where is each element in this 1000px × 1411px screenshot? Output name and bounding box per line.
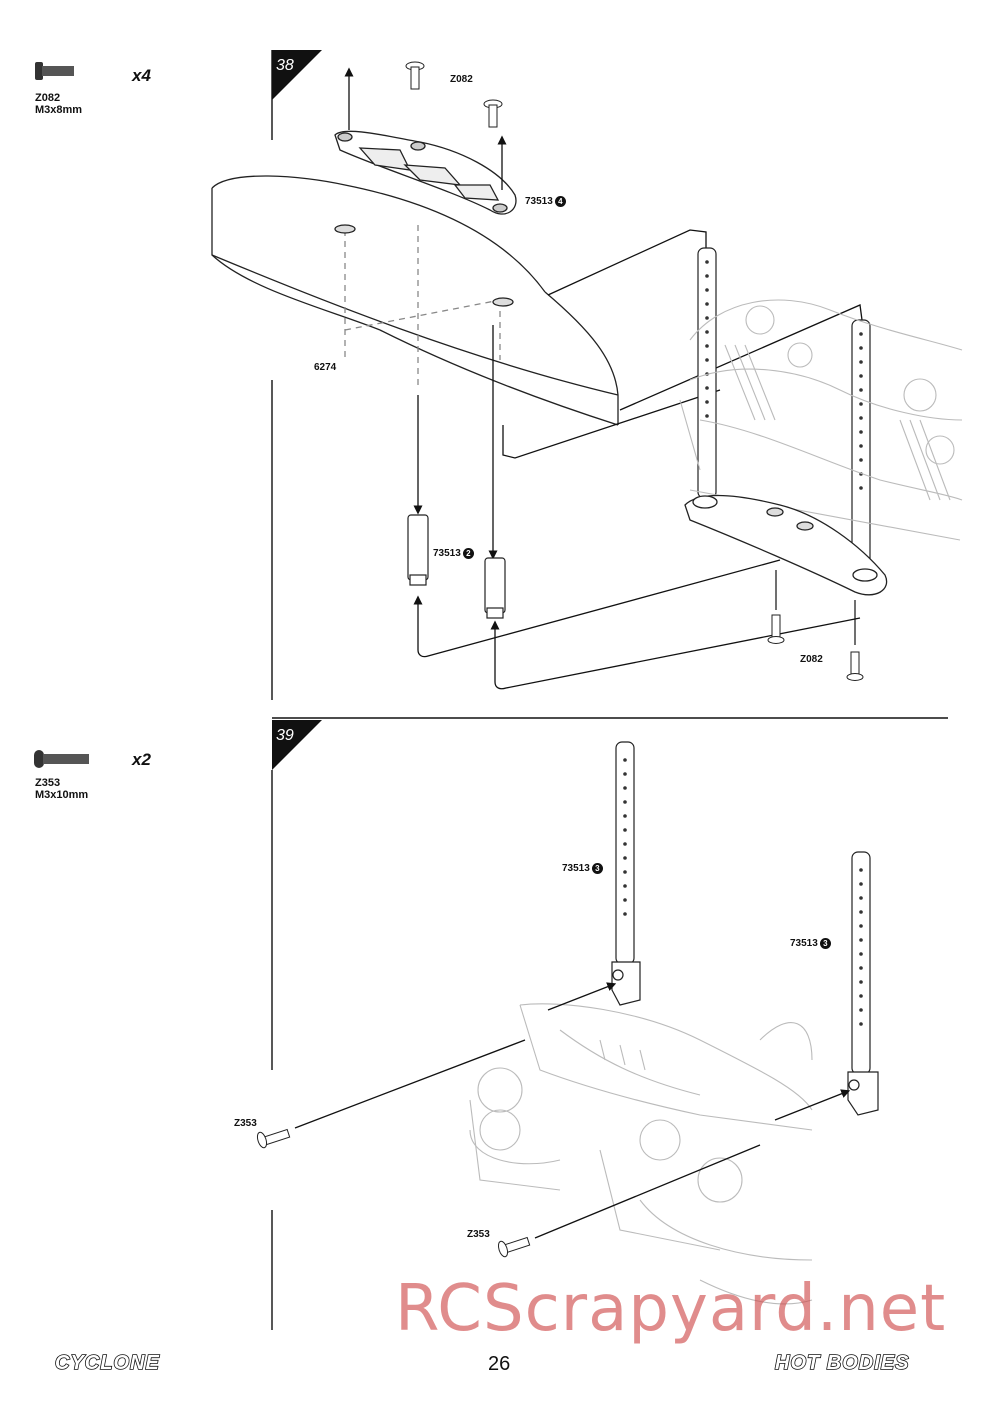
screw-icon-z082 [35,62,74,80]
callout-spacer-posts: 73513 2 [433,548,474,559]
hardware-z082-code: Z082 [35,92,61,104]
callout-mount-right-code: 73513 [790,938,818,949]
step-39-number: 39 [276,727,294,744]
callout-screw-left: Z353 [234,1118,257,1129]
hardware-z082-size: M3x8mm [35,104,83,116]
callout-mount-right: 73513 3 [790,938,831,949]
callout-screw-bottom: Z082 [800,654,823,665]
hardware-z082-qty: x4 [132,66,151,85]
bumper-top-plate [334,130,517,215]
spacer-posts [407,514,506,619]
bumper-bottom-plate [684,494,888,596]
hardware-z353: Z353 M3x10mm [35,777,88,801]
chassis-front-38 [679,299,963,541]
watermark: RCScrapyard.net [395,1272,947,1346]
callout-screw-bottom-code: Z082 [800,654,823,665]
hardware-z082: Z082 M3x8mm [35,92,82,116]
step-38-number: 38 [276,57,294,74]
callout-screw-left-code: Z353 [234,1118,257,1129]
callout-screw-top: Z082 [450,74,473,85]
page-number: 26 [488,1353,511,1375]
hardware-z353-qty: x2 [132,750,151,769]
callout-top-plate: 73513 4 [525,196,566,207]
callout-spacer-posts-code: 73513 [433,548,461,559]
screw-z082-top [405,61,503,128]
callout-bumper: 6274 [314,362,336,373]
callout-bumper-code: 6274 [314,362,337,373]
callout-screw-top-code: Z082 [450,74,473,85]
callout-mount-left: 73513 3 [562,863,603,874]
screw-icon-z353 [34,750,89,768]
callout-spacer-posts-badge: 2 [462,548,474,559]
body-posts-39 [611,741,879,1116]
callout-screw-right-code: Z353 [467,1229,490,1240]
callout-mount-left-badge: 3 [591,863,603,874]
screw-z082-bottom [767,614,864,681]
hardware-z353-size: M3x10mm [35,789,89,801]
step-38-tab [272,50,322,100]
callout-top-plate-code: 73513 [525,196,553,207]
bumper-foam [211,175,619,426]
cyclone-logo: CYCLONE [54,1351,160,1375]
step-39-tab [272,720,322,770]
screw-z353 [256,1128,531,1258]
hot-bodies-logo: HOT BODIES [774,1351,910,1375]
section-dividers [271,50,948,1330]
callout-top-plate-badge: 4 [554,196,566,207]
callout-mount-right-badge: 3 [819,938,831,949]
chassis-39 [469,1003,813,1305]
callout-screw-right: Z353 [467,1229,490,1240]
hardware-z353-code: Z353 [35,777,61,789]
callout-mount-left-code: 73513 [562,863,590,874]
